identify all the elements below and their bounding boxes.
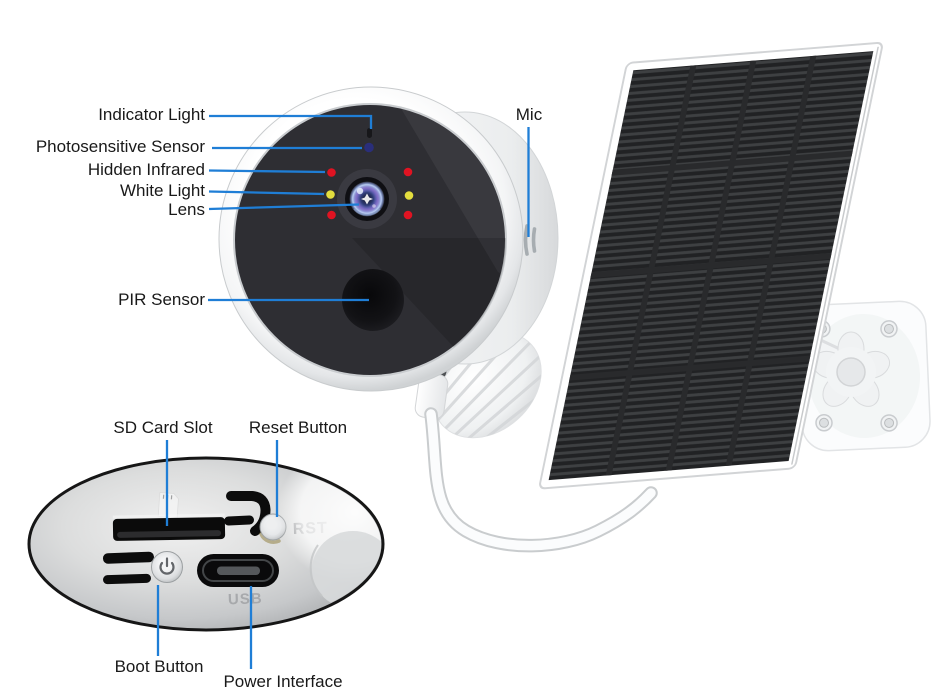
infrared-led	[327, 210, 336, 220]
infrared-led	[403, 210, 413, 220]
callout-white-light	[208, 190, 325, 196]
solar-panel	[539, 41, 883, 490]
reset-button	[259, 513, 287, 541]
vent-slot	[224, 515, 255, 526]
usb-engraving: USB	[228, 590, 263, 608]
vent-slot	[103, 573, 151, 585]
label-pir-sensor: PIR Sensor	[118, 290, 205, 309]
callout-lines	[156, 114, 530, 669]
infrared-led	[403, 167, 413, 177]
label-reset-button: Reset Button	[248, 418, 348, 437]
label-sd-card-slot: SD Card Slot	[113, 418, 213, 437]
photosensitive-sensor	[364, 142, 374, 153]
callout-indicator-light	[209, 114, 373, 129]
sd-icon	[157, 492, 179, 519]
white-light-led	[404, 191, 414, 200]
boot-button	[151, 551, 183, 583]
callout-hidden-infrared	[208, 169, 326, 174]
sd-card-slot	[112, 513, 226, 541]
power-symbol-icon	[159, 557, 175, 575]
vent-slot	[102, 551, 154, 564]
indicator-light	[367, 128, 372, 138]
camera-lens	[337, 169, 397, 229]
label-boot-button: Boot Button	[114, 657, 204, 676]
label-photosensitive-sensor: Photosensitive Sensor	[35, 137, 205, 156]
power-cable	[424, 407, 658, 553]
label-white-light: White Light	[119, 181, 205, 200]
pir-sensor	[342, 269, 404, 331]
bottom-ports-inset: RST USB	[27, 456, 385, 632]
label-lens: Lens	[168, 200, 205, 219]
white-light-led	[326, 190, 335, 199]
callout-lens	[208, 203, 360, 211]
label-indicator-light: Indicator Light	[98, 105, 205, 124]
label-power-interface: Power Interface	[223, 672, 343, 691]
label-mic: Mic	[515, 105, 543, 124]
infrared-led	[327, 168, 336, 177]
label-hidden-infrared: Hidden Infrared	[87, 160, 205, 179]
usb-c-port	[197, 554, 279, 587]
